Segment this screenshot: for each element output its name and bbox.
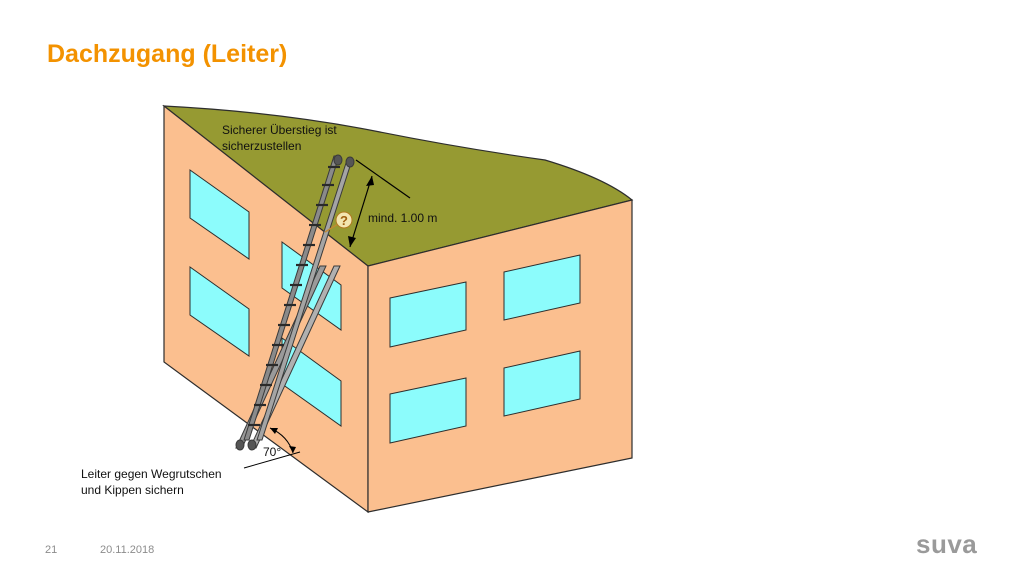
question-mark-icon: ? [324,211,353,233]
help-glyph: ? [340,213,348,228]
window [389,377,467,444]
window [503,254,581,321]
slide-date: 20.11.2018 [100,544,155,556]
roof [162,105,634,267]
label-bottom-line1: Leiter gegen Wegrutschen [81,467,222,481]
label-bottom-line2: und Kippen sichern [81,483,184,497]
window [189,266,250,357]
window [389,281,467,348]
label-top-line1: Sicherer Überstieg ist [222,123,337,137]
label-top-line2: sicherzustellen [222,139,301,153]
height-dimension-arrow [348,159,411,248]
label-bottom: Leiter gegen Wegrutschen und Kippen sich… [81,466,222,498]
window [189,169,250,260]
label-angle: 70° [263,445,281,459]
page-number: 21 [45,544,58,556]
window [503,350,581,417]
slide-title: Dachzugang (Leiter) [47,40,288,68]
angle-indicator [243,427,301,469]
label-height: mind. 1.00 m [368,211,437,225]
suva-logo: suva [916,529,978,559]
